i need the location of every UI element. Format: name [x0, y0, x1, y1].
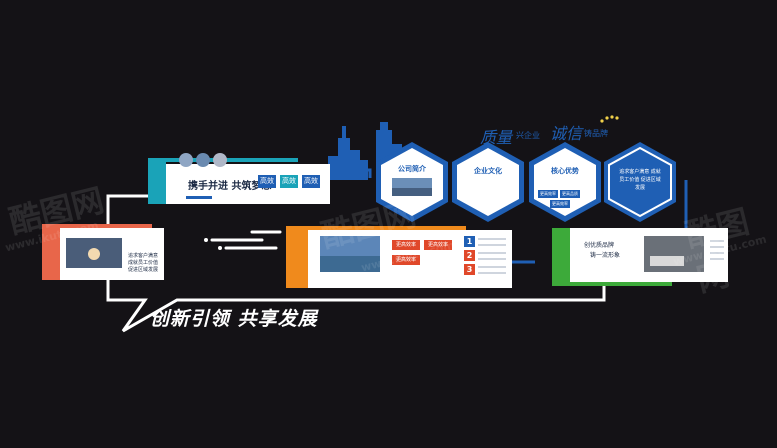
- cyan-tag-2: 高效: [280, 175, 298, 188]
- avatar-photo-1: [179, 153, 193, 167]
- avatar-photo-3: [213, 153, 227, 167]
- green-line-1: 创优质品牌: [584, 242, 615, 249]
- hexagon-1: [376, 142, 448, 222]
- coral-panel-topbar: [42, 224, 152, 228]
- motto-d: 铸品牌: [584, 129, 608, 138]
- orange-number-3: 3: [464, 264, 475, 275]
- cyan-tag-3: 高效: [302, 175, 320, 188]
- green-panel-bottombar: [552, 282, 672, 286]
- hex-4-title: 追求客户满意 成就员工价值 促进区域发展: [619, 169, 661, 191]
- cyan-panel-tab: [148, 158, 166, 204]
- white-frame-lower: [106, 216, 606, 333]
- coral-line-3: 促进区域发展: [128, 267, 159, 273]
- orange-panel-photo-water: [320, 256, 380, 272]
- motto-stars: [600, 115, 619, 123]
- coral-line-1: 追求客户满意: [128, 253, 159, 259]
- motto-c: 诚信: [550, 124, 583, 143]
- orange-panel-topbar: [286, 226, 466, 230]
- hex-2-title: 企业文化: [474, 167, 502, 175]
- hex-1-title: 公司简介: [398, 165, 426, 173]
- white-frame-upper: [106, 194, 148, 216]
- coral-panel-tab: [42, 224, 60, 280]
- orange-number-1: 1: [464, 236, 475, 247]
- cyan-panel-underline: [186, 196, 212, 199]
- wind-dot-1: [204, 238, 208, 242]
- hex-core-tag-2: 更高品质: [560, 190, 580, 198]
- motto-a: 质量: [480, 128, 513, 147]
- green-panel-text-lines: [710, 240, 724, 260]
- wind-swirl: [210, 230, 282, 250]
- coral-line-2: 成就员工价值: [128, 260, 159, 266]
- motto-b: 兴企业: [516, 131, 540, 140]
- hex-core-tag-3: 更高效率: [550, 200, 570, 208]
- wind-dot-2: [218, 246, 222, 250]
- green-panel-photo-paper: [650, 256, 684, 266]
- slogan: 创新引领 共享发展: [150, 308, 318, 330]
- avatar-photo-2: [196, 153, 210, 167]
- hexagon-2: [452, 142, 524, 222]
- green-panel-tab: [552, 228, 570, 286]
- orange-tag-3: 更高效率: [392, 255, 420, 265]
- hex-3-title: 核心优势: [551, 167, 579, 175]
- orange-tag-1: 更高效率: [392, 240, 420, 250]
- orange-tag-2: 更高效率: [424, 240, 452, 250]
- coral-panel-photo-sun: [88, 248, 100, 260]
- cyan-panel-title: 携手并进 共筑梦想: [188, 181, 272, 192]
- hexagon-3: [529, 142, 601, 222]
- cyan-tag-1: 高效: [258, 175, 276, 188]
- orange-panel-tab: [286, 226, 308, 288]
- orange-number-2: 2: [464, 250, 475, 261]
- hex-core-tag-1: 更高效率: [538, 190, 558, 198]
- green-line-2: 铸一流形象: [590, 252, 621, 259]
- hexagon-4: [604, 142, 676, 222]
- orange-panel-text-lines: [478, 238, 506, 274]
